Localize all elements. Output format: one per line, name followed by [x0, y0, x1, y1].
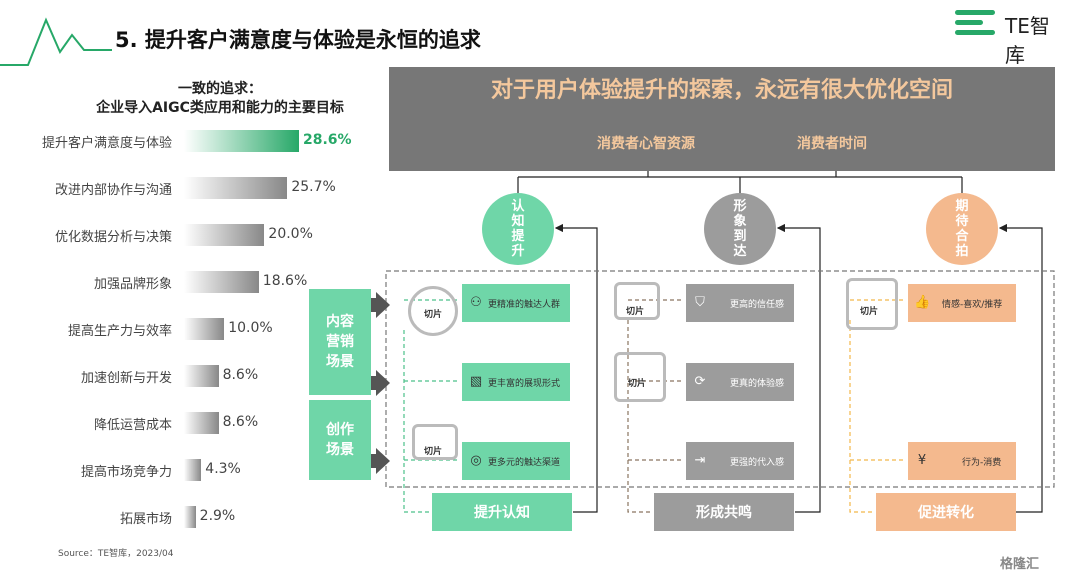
- bar-label: 优化数据分析与决策: [54, 230, 172, 245]
- bar-label: 改进内部协作与沟通: [54, 183, 172, 198]
- bar-value-label: 25.7%: [291, 179, 336, 195]
- stage-circle-image: 形象到达: [704, 193, 776, 265]
- cut-label-3: 切片: [626, 307, 645, 317]
- gray-card-2: ⟳更真的体验感: [686, 363, 794, 401]
- banner-title: 对于用户体验提升的探索，永远有很大优化空间: [490, 78, 953, 103]
- people-icon: ⚇: [470, 295, 482, 310]
- orange-card-2: ¥行为-消费: [908, 442, 1016, 480]
- green-card-2: ▧更丰富的展现形式: [462, 363, 570, 401]
- shield-icon: ⛉: [695, 295, 705, 310]
- gray-card-3: ⇥更强的代入感: [686, 442, 794, 480]
- brand-logo: TE智库: [955, 6, 1065, 67]
- bar-value-label: 2.9%: [199, 508, 236, 524]
- bar-value-label: 28.6%: [303, 132, 352, 148]
- top-banner: [389, 67, 1055, 171]
- bar: [184, 412, 219, 434]
- bar-value-label: 4.3%: [205, 461, 241, 477]
- cut-label-1: 切片: [424, 310, 443, 320]
- stage-circle-awareness: 认知提升: [482, 193, 554, 265]
- picture-icon: [614, 352, 666, 402]
- bar: [184, 177, 288, 199]
- cut-label-4: 切片: [628, 379, 647, 389]
- enter-door-icon: ⇥: [694, 453, 706, 468]
- resource-mind: 消费者心智资源: [597, 136, 695, 152]
- bottom-awareness: 提升认知: [432, 493, 572, 531]
- page-title: 5. 提升客户满意度与体验是永恒的追求: [115, 28, 481, 52]
- bar: [184, 365, 219, 387]
- bar-label: 加速创新与开发: [80, 371, 172, 386]
- bar: [184, 130, 299, 152]
- video-camera-icon: [614, 282, 660, 320]
- bar: [184, 318, 225, 340]
- target-icon: ◎: [470, 453, 482, 468]
- bar-label: 提升客户满意度与体验: [41, 136, 172, 151]
- resource-time: 消费者时间: [797, 136, 867, 152]
- green-card-3: ◎更多元的触达渠道: [462, 442, 570, 480]
- orange-card-1: 👍情感-喜欢/推荐: [908, 284, 1016, 322]
- refresh-icon: ⟳: [694, 374, 706, 389]
- bar-value-label: 18.6%: [262, 273, 308, 289]
- bar-value-label: 20.0%: [268, 226, 313, 242]
- cut-label-2: 切片: [424, 447, 443, 457]
- source-note: Source：TE智库，2023/04: [58, 549, 174, 559]
- bar-label: 提高市场竞争力: [80, 465, 172, 480]
- bar: [184, 506, 196, 528]
- bar-label: 提高生产力与效率: [67, 324, 172, 339]
- money-icon: ¥: [917, 453, 927, 468]
- bar: [184, 271, 259, 293]
- cut-label-5: 切片: [860, 307, 879, 317]
- image-icon: ▧: [469, 374, 483, 389]
- chat-bubble-icon: [412, 424, 458, 460]
- bar-chart: 提升客户满意度与体验 28.6% 改进内部协作与沟通 25.7% 优化数据分析与决策 20…: [0, 120, 380, 540]
- bar-value-label: 10.0%: [228, 320, 273, 336]
- bar-label: 拓展市场: [119, 512, 172, 527]
- watermark: 格隆汇: [1000, 557, 1040, 572]
- bar: [184, 459, 202, 481]
- scene-creation: 创作场景: [309, 400, 371, 480]
- text-tool-icon: [846, 278, 898, 330]
- stage-circle-expectation: 期待合拍: [926, 193, 998, 265]
- bottom-conversion: 促进转化: [876, 493, 1016, 531]
- brand-name: TE智库: [1005, 14, 1050, 67]
- pulse-line-icon: [0, 17, 112, 66]
- basketball-icon: [408, 286, 458, 336]
- green-card-1: ⚇更精准的触达人群: [462, 284, 570, 322]
- logo-bars-icon: [955, 10, 995, 35]
- bar-label: 加强品牌形象: [93, 277, 172, 292]
- thumbs-up-icon: 👍: [914, 295, 931, 310]
- bar: [184, 224, 265, 246]
- bottom-resonance: 形成共鸣: [654, 493, 794, 531]
- chart-subtitle-2: 企业导入AIGC类应用和能力的主要目标: [96, 100, 344, 116]
- gray-card-1: ⛉更高的信任感: [686, 284, 794, 322]
- scene-content-marketing: 内容营销场景: [309, 289, 371, 395]
- bar-value-label: 8.6%: [222, 367, 259, 383]
- bar-label: 降低运营成本: [93, 418, 172, 433]
- bar-value-label: 8.6%: [222, 414, 259, 430]
- chart-subtitle-1: 一致的追求：: [178, 81, 262, 97]
